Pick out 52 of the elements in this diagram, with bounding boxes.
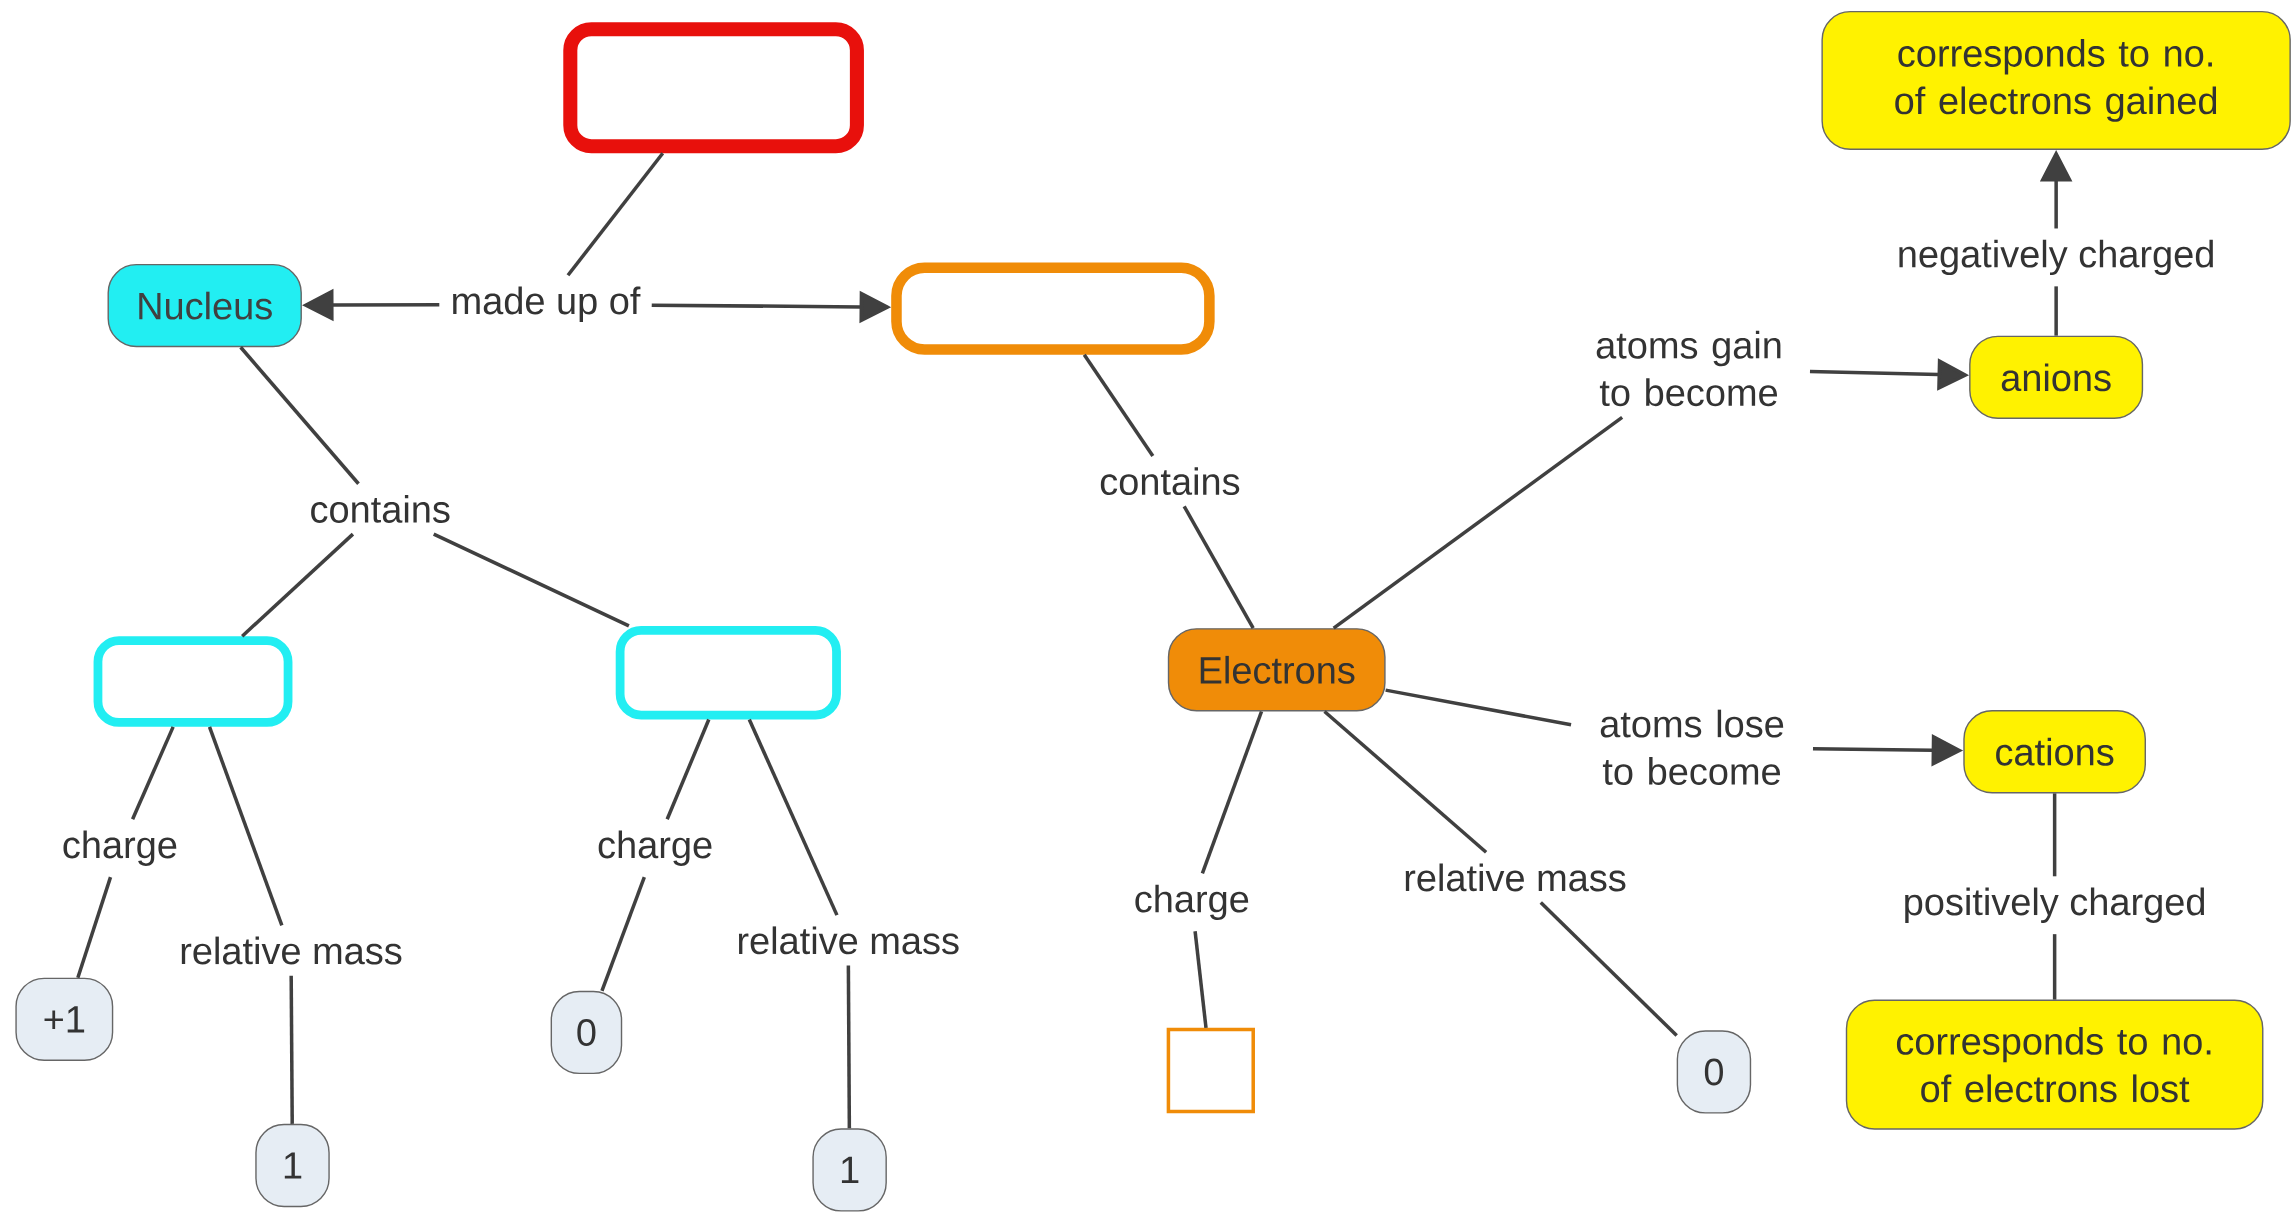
connector-line <box>2054 286 2058 336</box>
connector-line <box>846 965 852 1129</box>
linking-phrase: relative mass <box>181 936 402 965</box>
linking-phrase: relative mass <box>1405 863 1626 892</box>
concept-box: corresponds to no. of electrons gained <box>1821 10 2291 150</box>
empty-concept-box <box>563 22 864 154</box>
linking-phrase: charge <box>598 830 712 866</box>
concept-box: cations <box>1963 710 2146 794</box>
connector-line <box>2052 793 2057 877</box>
empty-concept-box <box>891 262 1215 355</box>
connector-line <box>747 718 839 916</box>
connector-line <box>1200 710 1264 874</box>
value-box: +1 <box>15 977 114 1061</box>
linking-phrase: contains <box>311 495 450 523</box>
linking-phrase: contains <box>1100 467 1240 496</box>
value-box: 0 <box>550 990 623 1075</box>
concept-box: Nucleus <box>107 263 302 348</box>
connector-line <box>1082 353 1155 457</box>
empty-concept-box <box>615 625 841 720</box>
connector-line <box>1323 710 1488 854</box>
value-box: 1 <box>255 1123 330 1208</box>
linking-phrase: atoms gain to become <box>1596 330 1781 407</box>
connector-line <box>76 876 113 979</box>
connector-line <box>239 346 360 485</box>
linking-phrase: charge <box>63 830 177 866</box>
connector-line <box>1193 931 1208 1028</box>
linking-phrase: atoms lose to become <box>1600 709 1784 785</box>
connector-line <box>2052 934 2057 1000</box>
value-box: 1 <box>812 1128 887 1212</box>
connector-line <box>432 532 630 628</box>
value-box: 0 <box>1676 1030 1752 1114</box>
connector-line <box>1539 901 1678 1037</box>
linking-phrase: positively charged <box>1905 887 2205 923</box>
connector-line <box>131 726 175 820</box>
connector-line <box>1182 505 1255 630</box>
concept-box: Electrons <box>1167 628 1386 712</box>
linking-phrase: made up of <box>453 286 641 322</box>
connector-line <box>289 975 294 1124</box>
connector-line <box>240 532 355 638</box>
connector-line <box>566 152 665 277</box>
empty-concept-box <box>93 636 293 727</box>
linking-phrase: negatively charged <box>1899 239 2213 276</box>
connector-line <box>1385 688 1572 727</box>
connector-line <box>600 876 646 992</box>
linking-phrase: relative mass <box>738 926 959 955</box>
linking-phrase: charge <box>1135 884 1249 920</box>
concept-box: anions <box>1969 335 2144 419</box>
connector-line <box>665 718 711 820</box>
connector-line <box>1332 416 1624 630</box>
concept-box: corresponds to no. of electrons lost <box>1845 999 2264 1130</box>
empty-answer-box <box>1166 1027 1255 1114</box>
connector-line <box>207 726 284 926</box>
